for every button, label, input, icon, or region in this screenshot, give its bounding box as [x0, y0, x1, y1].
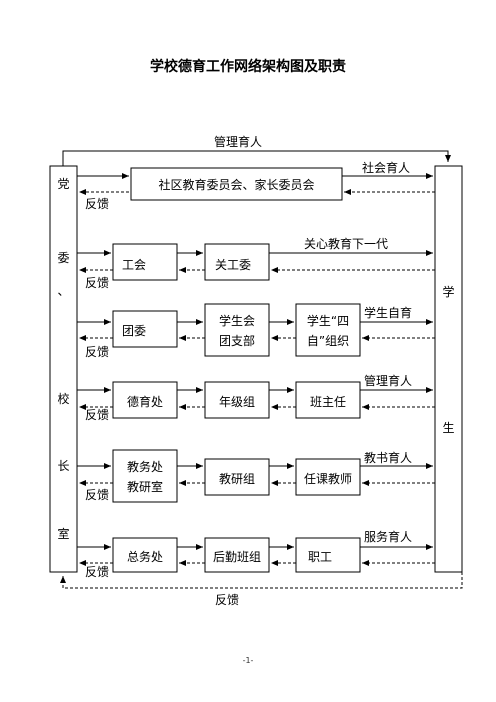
grade-group-label: 年级组 [219, 395, 255, 409]
row1-feedback-label: 反馈 [85, 197, 109, 211]
row5-output-label: 教书育人 [364, 450, 412, 465]
bottom-feedback-label: 反馈 [215, 593, 239, 607]
row3-feedback-label: 反馈 [85, 345, 109, 359]
staff-box [295, 537, 361, 573]
community-committee-label: 社区教育委员会、家长委员会 [158, 177, 314, 192]
row5-feedback-label: 反馈 [85, 488, 109, 502]
bottom-feedback-line [60, 572, 463, 589]
student-union-box [204, 303, 270, 357]
class-teacher-box [295, 381, 361, 419]
student-self-org-box [295, 303, 361, 357]
left-column-label: 党 委 、 校 长 室 [57, 176, 69, 541]
row-union: 反馈 工会 关工委 关心教育下一代 [77, 236, 435, 290]
league-branch-label: 团支部 [219, 333, 255, 348]
row6-output-label: 服务育人 [364, 529, 412, 544]
row2-feedback-label: 反馈 [85, 276, 109, 290]
moral-office-label: 德育处 [127, 394, 163, 409]
top-management-line [62, 150, 451, 166]
page-title: 学校德育工作网络架构图及职责 [150, 59, 346, 75]
row1-output-label: 社会育人 [362, 160, 410, 175]
general-affairs-box [112, 537, 178, 573]
left-char-2: 、 [57, 284, 69, 298]
right-char-0: 学 [442, 284, 454, 299]
research-group-label: 教研组 [219, 471, 255, 486]
row-youth-league: 反馈 团委 学生会 团支部 学生“四 自”组织 学生自育 [77, 303, 435, 359]
row4-output-label: 管理育人 [364, 373, 412, 388]
left-char-5: 室 [57, 526, 69, 541]
row-general-affairs: 反馈 总务处 后勤班组 职工 服务育人 [77, 529, 435, 579]
labor-union-label: 工会 [122, 258, 146, 272]
row3-output-label: 学生自育 [364, 305, 412, 320]
subject-teacher-box [295, 458, 361, 496]
subject-teacher-label: 任课教师 [304, 471, 352, 486]
logistics-team-box [204, 537, 270, 573]
research-group-box [204, 458, 270, 496]
student-union-label: 学生会 [219, 313, 255, 328]
care-committee-box [204, 243, 270, 281]
moral-office-box [112, 381, 178, 419]
top-management-label: 管理育人 [214, 134, 262, 149]
row4-feedback-label: 反馈 [85, 408, 109, 422]
class-teacher-label: 班主任 [310, 395, 346, 409]
youth-league-box [112, 310, 178, 348]
students-column [434, 165, 463, 573]
student-self-org-label-1: 学生“四 [307, 313, 349, 328]
grade-group-box [204, 381, 270, 419]
student-self-org-label-2: 自”组织 [307, 334, 349, 348]
left-char-1: 委 [57, 251, 69, 265]
row-academic: 反馈 教务处 教研室 教研组 任课教师 教书育人 [77, 449, 435, 503]
general-affairs-label: 总务处 [127, 549, 163, 564]
row6-feedback-label: 反馈 [85, 565, 109, 579]
right-column-label: 学 生 [442, 284, 454, 435]
right-char-1: 生 [442, 421, 454, 435]
academic-office-label: 教务处 [127, 459, 163, 474]
row2-output-label: 关心教育下一代 [304, 236, 388, 251]
row-moral-education: 反馈 德育处 年级组 班主任 管理育人 [77, 373, 435, 422]
youth-league-label: 团委 [122, 324, 146, 338]
care-committee-label: 关工委 [215, 258, 251, 272]
academic-office-box [112, 449, 178, 503]
left-char-3: 校 [57, 391, 69, 406]
left-char-4: 长 [57, 459, 69, 473]
party-committee-column [49, 165, 78, 573]
research-office-label: 教研室 [127, 479, 163, 494]
staff-label: 职工 [308, 550, 332, 564]
logistics-team-label: 后勤班组 [213, 550, 261, 564]
labor-union-box [112, 243, 178, 281]
page-number: -1- [242, 656, 254, 665]
row-community: 反馈 社区教育委员会、家长委员会 社会育人 [77, 160, 435, 211]
community-committee-box [130, 167, 343, 201]
left-char-0: 党 [57, 176, 69, 191]
